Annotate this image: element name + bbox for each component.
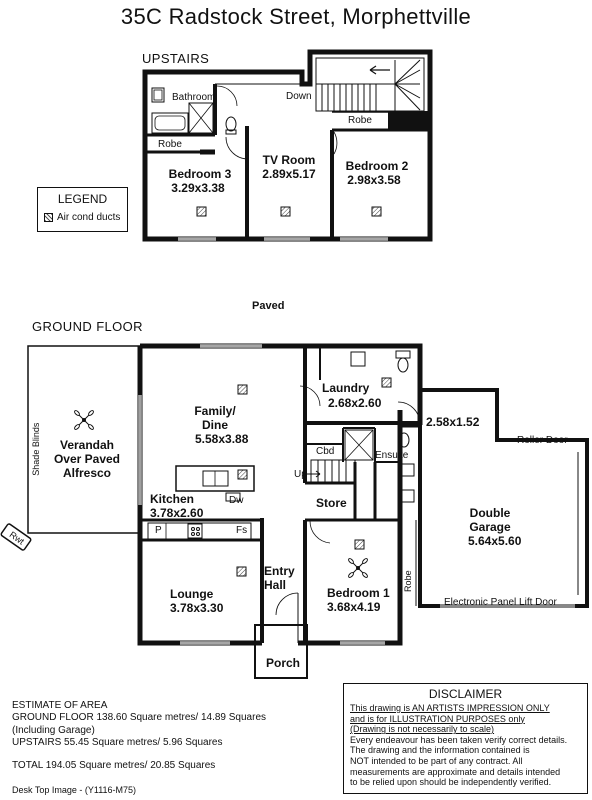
stair-arrow	[369, 65, 390, 75]
disclaimer-box: DISCLAIMER This drawing is AN ARTISTS IM…	[343, 683, 588, 794]
room-size-tv-room: 2.89x5.17	[262, 167, 316, 181]
ceiling-fan-icon	[348, 558, 368, 578]
verandah-label-3: Alfresco	[62, 466, 112, 480]
estimate-ground: GROUND FLOOR 138.60 Square metres/ 14.89…	[12, 712, 267, 724]
pantry-label: P	[155, 525, 162, 536]
room-label-porch: Porch	[266, 656, 301, 670]
footer-image-id: Desk Top Image - (Y1116-M75)	[12, 785, 137, 795]
air-duct-bed3	[196, 206, 207, 217]
shade-blinds-label: Shade Blinds	[30, 422, 41, 476]
room-name-garage-2: Garage	[469, 520, 511, 534]
room-name-laundry: Laundry	[322, 381, 370, 395]
fridge-space-label: Fs	[236, 525, 248, 536]
room-name-bedroom-2: Bedroom 2	[345, 159, 409, 173]
paved-label: Paved	[252, 300, 285, 312]
room-label-ensuite: Ensuite	[375, 450, 409, 461]
disclaimer-line-7: measurements are approximate and details…	[350, 766, 561, 777]
section-label-upstairs: UPSTAIRS	[142, 51, 210, 66]
disclaimer-line-4: Every endeavour has been taken verify co…	[350, 734, 568, 745]
ceiling-fan-icon	[74, 410, 94, 430]
disclaimer-line-6: NOT intended to be part of any contract.…	[350, 755, 523, 766]
room-name-garage-1: Double	[469, 506, 511, 520]
air-duct-family	[237, 384, 248, 395]
garage-store-size: 2.58x1.52	[426, 415, 480, 429]
room-size-bedroom-1: 3.68x4.19	[327, 600, 381, 614]
verandah-label-1: Verandah	[59, 438, 115, 452]
room-name-lounge: Lounge	[170, 587, 214, 601]
disclaimer-line-5: The drawing and the information containe…	[350, 745, 530, 756]
stairs-down-label: Down	[286, 91, 312, 102]
upstairs-stairs	[316, 59, 421, 111]
room-size-garage: 5.64x5.60	[468, 534, 522, 548]
area-estimate: ESTIMATE OF AREA GROUND FLOOR 138.60 Squ…	[12, 700, 266, 772]
air-duct-bed2	[371, 206, 382, 217]
room-size-kitchen: 3.78x2.60	[150, 506, 204, 520]
disclaimer-line-3: (Drawing is not necessarily to scale)	[350, 724, 495, 735]
legend: LEGEND Air cond ducts	[37, 187, 128, 232]
rainwater-tank	[0, 523, 32, 551]
estimate-including: (Including Garage)	[12, 724, 95, 736]
room-label-store: Store	[316, 496, 347, 510]
room-size-family: 5.58x3.88	[195, 432, 249, 446]
air-duct-tv	[280, 206, 291, 217]
room-size-lounge: 3.78x3.30	[170, 601, 224, 615]
roller-door-label: Roller Door	[517, 435, 568, 446]
air-duct-icon	[44, 213, 53, 222]
disclaimer-line-8: to be relied upon should be independentl…	[350, 777, 552, 788]
room-name-bedroom-1: Bedroom 1	[327, 586, 390, 600]
air-duct-kitchen	[237, 469, 248, 480]
room-name-tv-room: TV Room	[262, 153, 316, 167]
room-label-bathroom: Bathroom	[172, 92, 216, 103]
disclaimer-heading: DISCLAIMER	[428, 687, 503, 701]
room-name-entry-1: Entry	[264, 564, 295, 578]
air-duct-bed1	[354, 539, 365, 550]
dishwasher-label: Dw	[229, 495, 244, 506]
legend-item: Air cond ducts	[44, 212, 120, 223]
stairs-up-label: Up	[294, 469, 307, 480]
disclaimer-line-2: and is for ILLUSTRATION PURPOSES only	[350, 713, 525, 724]
room-size-laundry: 2.68x2.60	[328, 396, 382, 410]
room-name-family-2: Dine	[201, 418, 228, 432]
upstairs-plan	[142, 49, 433, 242]
room-name-family-1: Family/	[194, 404, 236, 418]
air-duct-lounge	[236, 566, 247, 577]
estimate-heading: ESTIMATE OF AREA	[12, 700, 108, 711]
room-label-robe-ground: Robe	[402, 570, 413, 592]
estimate-upstairs: UPSTAIRS 55.45 Square metres/ 5.96 Squar…	[12, 737, 223, 749]
ground-plan	[0, 343, 589, 679]
ground-stairs	[310, 459, 356, 483]
room-name-entry-2: Hall	[264, 578, 287, 592]
room-label-robe-upstairs-1: Robe	[158, 139, 182, 150]
garage-wall	[418, 388, 589, 608]
legend-title: LEGEND	[57, 192, 108, 206]
disclaimer-line-1: This drawing is AN ARTISTS IMPRESSION ON…	[350, 703, 550, 713]
section-label-ground: GROUND FLOOR	[32, 319, 143, 334]
cupboard-label: Cbd	[316, 446, 335, 457]
legend-item-label: Air cond ducts	[57, 212, 121, 223]
estimate-total: TOTAL 194.05 Square metres/ 20.85 Square…	[12, 759, 216, 771]
air-duct-laundry	[381, 377, 392, 388]
room-name-bedroom-3: Bedroom 3	[168, 167, 232, 181]
room-label-robe-upstairs-2: Robe	[348, 115, 372, 126]
page-title: 35C Radstock Street, Morphettville	[120, 4, 472, 29]
room-size-bedroom-2: 2.98x3.58	[347, 173, 401, 187]
upstairs-outer-wall	[142, 49, 433, 242]
room-size-bedroom-3: 3.29x3.38	[171, 181, 225, 195]
verandah-label-2: Over Paved	[53, 452, 121, 466]
panel-lift-door-label: Electronic Panel Lift Door	[444, 597, 557, 608]
room-name-kitchen: Kitchen	[150, 492, 195, 506]
